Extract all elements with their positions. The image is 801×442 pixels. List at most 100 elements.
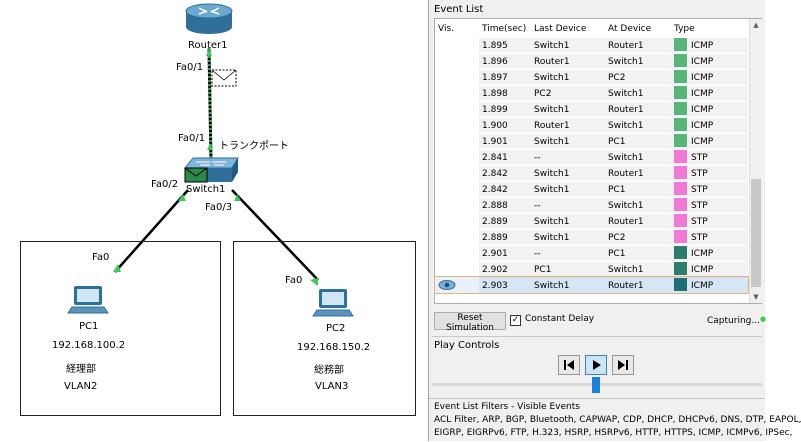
pdu-color-swatch [674, 70, 687, 83]
scroll-up-icon[interactable]: ▲ [753, 21, 759, 29]
time-cell: 2.903 [479, 277, 531, 293]
type-label: ICMP [691, 121, 714, 131]
time-cell: 1.900 [479, 117, 531, 133]
vis-cell[interactable] [435, 69, 479, 85]
pc1-vlan-label: VLAN2 [64, 381, 98, 392]
eye-icon [438, 280, 456, 290]
column-header-time[interactable]: Time(sec) [482, 24, 527, 34]
last-device-cell: Switch1 [531, 101, 605, 117]
type-cell: ICMP [671, 133, 748, 149]
vis-cell[interactable] [435, 213, 479, 229]
topology-canvas[interactable]: Router1 Fa0/1 Fa0/1 トランクポート Switch1 Fa0/… [0, 0, 428, 441]
scroll-down-icon[interactable]: ▼ [753, 293, 759, 301]
event-list-table[interactable]: Vis. Time(sec) Last Device At Device Typ… [434, 18, 762, 304]
topology-links [67, 3, 354, 317]
speed-slider-thumb[interactable] [592, 377, 600, 393]
trunk-port-label: トランクポート [219, 141, 289, 152]
at-device-cell: PC2 [605, 69, 671, 85]
type-cell: STP [671, 229, 748, 245]
constant-delay-label: Constant Delay [525, 314, 595, 324]
type-cell: STP [671, 181, 748, 197]
pc1-name-label: PC1 [79, 321, 99, 332]
forward-icon[interactable] [612, 355, 634, 375]
status-dot-icon: ● [760, 315, 767, 323]
vis-cell[interactable] [435, 53, 479, 69]
event-list-header: Vis. Time(sec) Last Device At Device Typ… [435, 21, 748, 37]
vis-cell[interactable] [435, 85, 479, 101]
at-device-cell: Switch1 [605, 53, 671, 69]
type-label: STP [691, 185, 708, 195]
vis-cell[interactable] [435, 245, 479, 261]
vis-cell[interactable] [435, 229, 479, 245]
last-device-cell: Switch1 [531, 213, 605, 229]
vis-cell[interactable] [435, 165, 479, 181]
vis-cell[interactable] [435, 197, 479, 213]
pdu-color-swatch [674, 230, 687, 243]
back-icon[interactable] [558, 355, 580, 375]
filters-line-1: ACL Filter, ARP, BGP, Bluetooth, CAPWAP,… [434, 415, 801, 425]
pdu-color-swatch [674, 118, 687, 131]
last-device-cell: Switch1 [531, 229, 605, 245]
vis-cell[interactable] [435, 117, 479, 133]
type-label: ICMP [691, 281, 714, 291]
pdu-color-swatch [674, 166, 687, 179]
at-device-cell: PC1 [605, 133, 671, 149]
vis-cell[interactable] [435, 261, 479, 277]
pdu-color-swatch [674, 38, 687, 51]
vis-cell[interactable] [435, 149, 479, 165]
column-header-vis[interactable]: Vis. [438, 24, 455, 34]
router-name-label: Router1 [188, 40, 228, 51]
type-label: ICMP [691, 57, 714, 67]
pdu-color-swatch [674, 262, 687, 275]
type-label: ICMP [691, 265, 714, 275]
play-icon[interactable] [585, 355, 607, 375]
vis-cell[interactable] [435, 181, 479, 197]
switch-port-pc2-label: Fa0/3 [205, 202, 233, 213]
at-device-cell: Router1 [605, 37, 671, 53]
type-label: ICMP [691, 73, 714, 83]
event-list-title: Event List [434, 4, 484, 15]
event-list-scrollbar[interactable]: ▲ ▼ [749, 19, 762, 303]
vis-cell[interactable] [435, 133, 479, 149]
scrollbar-thumb[interactable] [751, 179, 761, 287]
pc2-computer-icon [312, 289, 354, 317]
pc2-port-label: Fa0 [285, 275, 303, 286]
column-header-at-device[interactable]: At Device [608, 24, 652, 34]
pdu-color-swatch [674, 278, 687, 291]
pdu-color-swatch [674, 134, 687, 147]
type-label: ICMP [691, 249, 714, 259]
constant-delay-checkbox[interactable]: ✓ [510, 315, 521, 326]
vis-cell[interactable] [435, 101, 479, 117]
type-cell: ICMP [671, 101, 748, 117]
last-device-cell: Switch1 [531, 165, 605, 181]
pc1-computer-icon [67, 286, 109, 314]
reset-simulation-button[interactable]: Reset Simulation [434, 312, 506, 333]
type-label: STP [691, 201, 708, 211]
last-device-cell: -- [531, 149, 605, 165]
pc1-ip-label: 192.168.100.2 [52, 340, 126, 351]
vis-cell[interactable] [435, 277, 479, 293]
vlan2-area-box [20, 241, 221, 416]
column-header-type[interactable]: Type [674, 24, 695, 34]
at-device-cell: PC1 [605, 245, 671, 261]
capturing-status: Capturing... [707, 316, 760, 326]
column-header-last-device[interactable]: Last Device [534, 24, 587, 34]
vis-cell[interactable] [435, 37, 479, 53]
switch-port-pc1-label: Fa0/2 [151, 179, 179, 190]
